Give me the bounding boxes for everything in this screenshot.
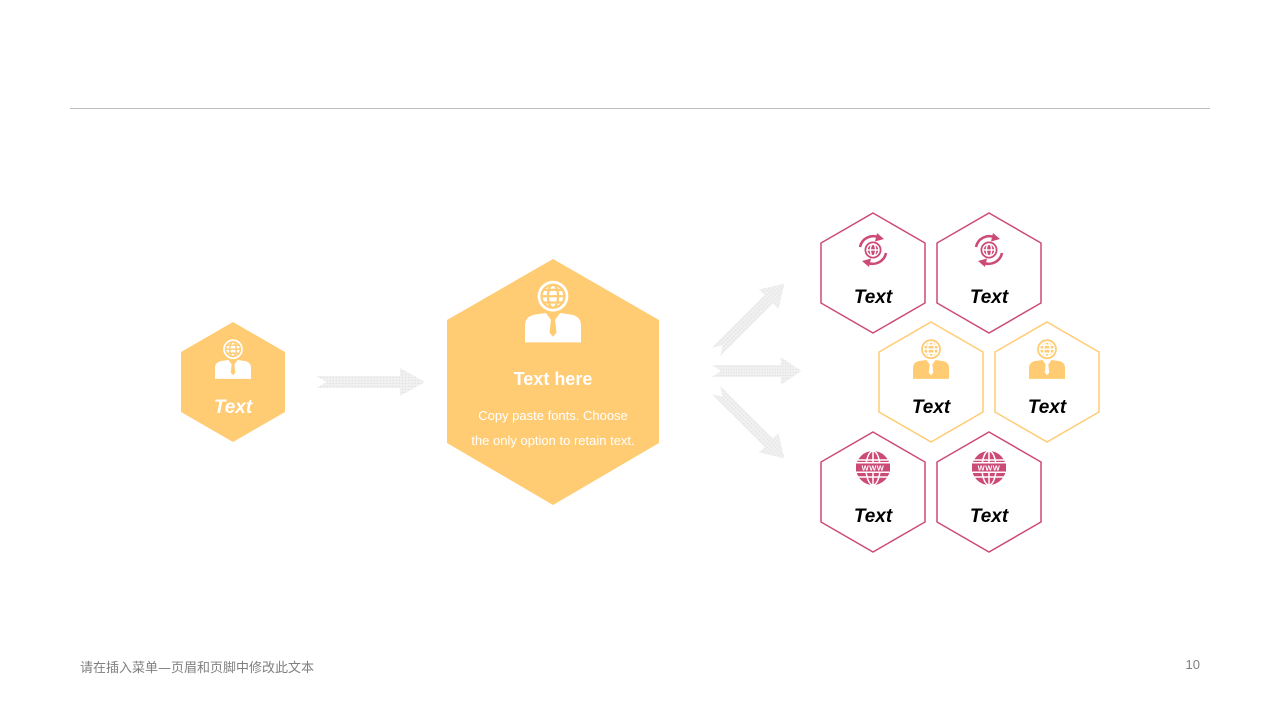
right-hexagon-5-label: Text — [854, 506, 893, 527]
right-hexagon-3-label: Text — [912, 397, 951, 418]
right-hexagon-5: Text — [820, 431, 926, 553]
left-hexagon-label: Text — [214, 397, 253, 418]
right-hexagon-6-label: Text — [970, 506, 1009, 527]
right-hexagon-2-label: Text — [970, 287, 1009, 308]
right-hexagon-3: Text — [878, 321, 984, 443]
center-hexagon-body-line2: the only option to retain text. — [471, 433, 634, 448]
center-hexagon: Text here Copy paste fonts. Choose the o… — [447, 259, 659, 505]
arrow-down-right — [706, 380, 795, 469]
center-hexagon-title: Text here — [514, 369, 593, 389]
right-hexagon-6: Text — [936, 431, 1042, 553]
right-hexagon-4: Text — [994, 321, 1100, 443]
arrow-right — [712, 357, 802, 385]
header-rule — [70, 108, 1210, 109]
right-hexagon-1-label: Text — [854, 287, 893, 308]
arrow-up-right — [706, 273, 795, 362]
right-hexagon-4-label: Text — [1028, 397, 1067, 418]
left-hexagon: Text — [181, 322, 285, 442]
right-hexagon-1: Text — [820, 212, 926, 334]
footer-text: 请在插入菜单—页眉和页脚中修改此文本 — [80, 661, 315, 676]
page-number: 10 — [1185, 657, 1200, 672]
right-hexagon-2: Text — [936, 212, 1042, 334]
arrow-to-center — [316, 368, 426, 396]
center-hexagon-body-line1: Copy paste fonts. Choose — [478, 408, 628, 423]
